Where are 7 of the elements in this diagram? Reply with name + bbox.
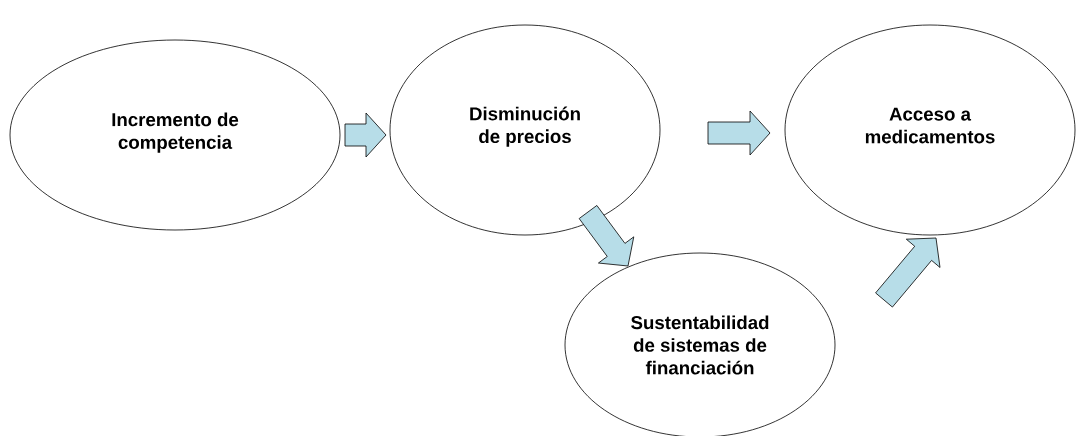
ellipse-node: Acceso a medicamentos: [784, 24, 1076, 236]
ellipse-node: Disminución de precios: [389, 24, 661, 236]
block-arrow: [707, 110, 771, 156]
block-arrow: [344, 112, 387, 158]
ellipse-node: Incremento de competencia: [9, 39, 341, 231]
block-arrow: [875, 237, 941, 308]
block-arrow: [578, 205, 635, 267]
